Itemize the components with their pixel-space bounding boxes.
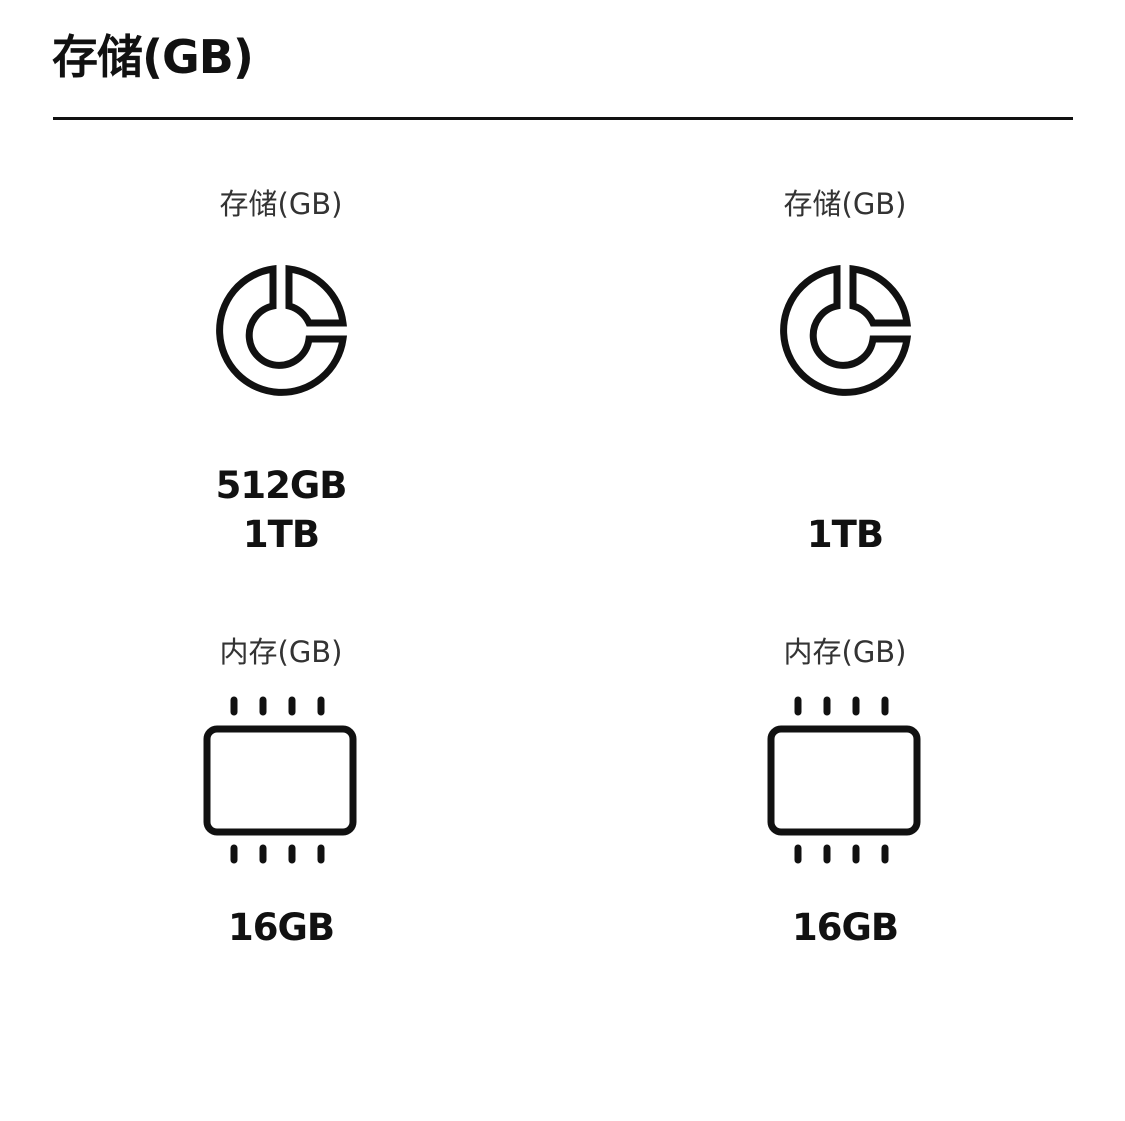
memory-chip-icon: [767, 696, 921, 864]
memory-chip-icon: [203, 696, 357, 864]
memory-value: 16GB: [791, 906, 899, 949]
storage-value-2: 1TB: [242, 513, 320, 556]
storage-pie-icon: [216, 264, 348, 396]
storage-value-1: 512GB: [215, 464, 348, 507]
memory-label: 内存(GB): [219, 635, 343, 669]
memory-value: 16GB: [227, 906, 335, 949]
title-divider: [53, 117, 1073, 120]
memory-spec-column-1: 内存(GB) 16GB: [131, 638, 431, 952]
storage-spec-column-2: 存储(GB) 1TB: [695, 190, 995, 559]
storage-spec-column-1: 存储(GB) 512GB 1TB: [131, 190, 431, 559]
storage-label: 存储(GB): [783, 187, 907, 221]
storage-label: 存储(GB): [219, 187, 343, 221]
storage-value-1: [695, 461, 995, 510]
storage-value-2: 1TB: [806, 513, 884, 556]
storage-pie-icon: [780, 264, 912, 396]
memory-label: 内存(GB): [783, 635, 907, 669]
memory-spec-column-2: 内存(GB) 16GB: [695, 638, 995, 952]
page-title: 存储(GB): [52, 30, 254, 84]
